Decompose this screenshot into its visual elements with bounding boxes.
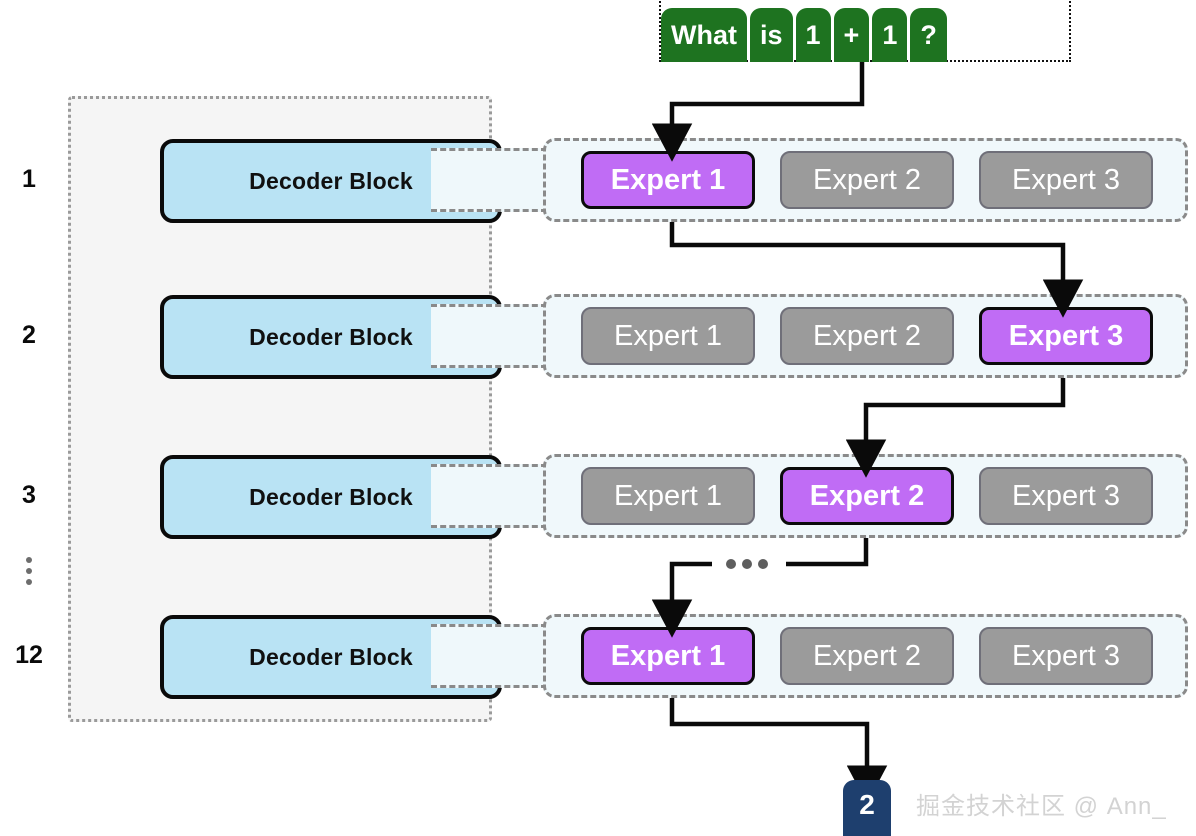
watermark-text: 掘金技术社区 @ Ann_ [916,793,1167,820]
arrow-prompt-to-layer1 [651,62,865,162]
dot-icon [726,559,736,569]
prompt-token: 1 [795,8,831,62]
arrow-layer2-to-layer3 [845,378,1066,478]
expert-row-layer-1: Expert 1 Expert 2 Expert 3 [543,138,1188,222]
expert-box[interactable]: Expert 2 [780,627,954,685]
decoder-to-expert-connector [431,148,547,212]
prompt-token-row: What is 1 + 1 ? [661,8,947,62]
dot-icon [758,559,768,569]
expert-row-layer-2: Expert 1 Expert 2 Expert 3 [543,294,1188,378]
layer-index-ellipsis-icon [0,557,58,585]
expert-row-layer-12: Expert 1 Expert 2 Expert 3 [543,614,1188,698]
expert-row-layer-3: Expert 1 Expert 2 Expert 3 [543,454,1188,538]
layer-index-label: 1 [22,165,36,193]
expert-box[interactable]: Expert 1 [581,627,755,685]
expert-box[interactable]: Expert 3 [979,467,1153,525]
prompt-token: + [833,8,870,62]
prompt-token: What [661,8,747,62]
expert-box[interactable]: Expert 1 [581,467,755,525]
dot-icon [26,557,32,563]
prompt-token: ? [910,8,947,62]
decoder-stack-container: Decoder Block Decoder Block Decoder Bloc… [68,96,502,722]
expert-box[interactable]: Expert 2 [780,467,954,525]
dot-icon [742,559,752,569]
expert-box[interactable]: Expert 3 [979,151,1153,209]
expert-box[interactable]: Expert 1 [581,151,755,209]
expert-box[interactable]: Expert 2 [780,151,954,209]
output-token-box: 2 [843,780,891,836]
arrow-to-layer12 [651,561,712,638]
layer-index-label: 12 [15,641,43,669]
dot-icon [26,579,32,585]
arrow-layer3-segment [786,538,869,567]
dot-icon [26,568,32,574]
expert-box[interactable]: Expert 3 [979,627,1153,685]
layer-index-label: 3 [22,481,36,509]
decoder-to-expert-connector [431,464,547,528]
expert-box[interactable]: Expert 1 [581,307,755,365]
decoder-to-expert-connector [431,624,547,688]
layer-index-label: 2 [22,321,36,349]
expert-box[interactable]: Expert 2 [780,307,954,365]
prompt-token: is [749,8,793,62]
arrow-layer12-to-output [669,698,888,804]
prompt-token: 1 [872,8,908,62]
decoder-to-expert-connector [431,304,547,368]
arrow-layer1-to-layer2 [669,222,1084,318]
expert-box[interactable]: Expert 3 [979,307,1153,365]
